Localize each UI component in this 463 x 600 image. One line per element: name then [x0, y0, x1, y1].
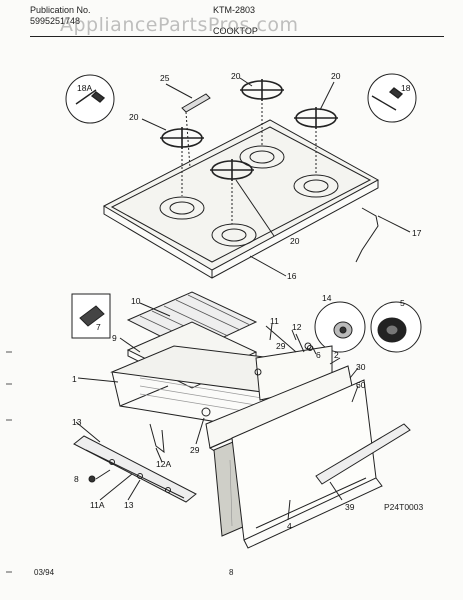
callout-18a: 18A: [77, 83, 93, 93]
callout-25: 25: [160, 73, 170, 83]
footer-date: 03/94: [34, 568, 55, 577]
header-rule: [30, 36, 444, 37]
cooktop-top-panel: [102, 119, 380, 279]
callout-11a: 11A: [90, 500, 105, 510]
callout-10: 10: [131, 296, 141, 306]
callout-2: 2: [334, 350, 339, 360]
callout-29-rear: 29: [276, 341, 286, 351]
publication-number: 5995251748: [30, 16, 81, 26]
callout-60: 60: [356, 380, 366, 390]
callout-12a: 12A: [156, 459, 172, 469]
callout-39: 39: [345, 502, 355, 512]
part-25-clip: [181, 93, 211, 169]
callout-9: 9: [112, 333, 117, 343]
part-17-bracket: [355, 207, 379, 263]
callout-20-right: 20: [331, 71, 341, 81]
part-13-drawer-rail: [73, 435, 197, 503]
callout-30: 30: [356, 362, 366, 372]
callout-1: 1: [72, 374, 77, 384]
callout-14: 14: [322, 293, 332, 303]
callout-7: 7: [96, 322, 101, 332]
model-number: KTM-2803: [213, 5, 256, 15]
publication-label: Publication No.: [30, 5, 91, 15]
callout-20-center: 20: [290, 236, 300, 246]
callout-8: 8: [74, 474, 79, 484]
part-4-drawer-front: [231, 379, 383, 549]
callout-17: 17: [412, 228, 422, 238]
burner-grate-left: [160, 127, 204, 149]
part-39-handle: [315, 423, 411, 485]
callout-11: 11: [270, 316, 279, 326]
inset-18a: [65, 74, 115, 124]
section-title: COOKTOP: [213, 26, 258, 36]
callout-20-rear: 20: [231, 71, 241, 81]
inset-18: [367, 73, 417, 123]
callout-16: 16: [287, 271, 297, 281]
watermark: AppliancePartsPros.com: [60, 14, 299, 36]
callout-6: 6: [316, 350, 321, 360]
page-number: 8: [229, 568, 234, 577]
callout-4: 4: [287, 521, 292, 531]
burner-grate-right: [294, 107, 338, 129]
callout-5: 5: [400, 298, 405, 308]
callout-18: 18: [401, 83, 411, 93]
callout-13-lower: 13: [124, 500, 134, 510]
callout-20-left: 20: [129, 112, 139, 122]
callout-29-front: 29: [190, 445, 200, 455]
diagram-code: P24T0003: [384, 502, 424, 512]
callout-13-upper: 13: [72, 417, 82, 427]
callout-12: 12: [292, 322, 302, 332]
